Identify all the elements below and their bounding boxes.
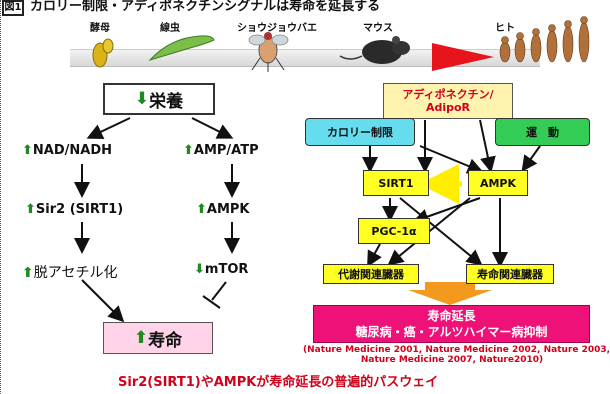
figure-title: カロリー制限・アディポネクチンシグナルは寿命を延長する: [30, 0, 381, 14]
arrow-deacetyl-lifespan: [81, 279, 125, 323]
lifespan-box: ⬆寿命: [103, 322, 213, 354]
arrow-sirt1-lifespan-organs: [399, 197, 483, 266]
mouse-icon: [339, 36, 410, 64]
citation-line2: Nature Medicine 2007, Nature2010): [360, 355, 544, 365]
sirt1-label: SIRT1: [378, 176, 414, 190]
up-arrow-icon: ⬆: [196, 202, 207, 217]
up-arrow-icon: ⬆: [22, 143, 33, 158]
worm-icon: [148, 35, 215, 61]
human-evolution-icon: [499, 16, 590, 63]
pgc-label: PGC-1α: [371, 224, 417, 238]
arrow-ampk-pgc: [412, 197, 481, 225]
down-arrow-icon: ⬇: [194, 262, 205, 277]
organism-label-yeast: 酵母: [90, 23, 110, 34]
up-arrow-icon: ⬆: [22, 265, 34, 281]
ampk-label-left: AMPK: [206, 202, 250, 217]
ampk-box-right: AMPK: [468, 170, 528, 196]
ampk-label-right: AMPK: [479, 176, 517, 190]
lifespan-organs-box: 寿命関連臓器: [466, 264, 554, 284]
adiponectin-box: アディポネクチン/ AdipoR: [383, 83, 513, 119]
lifespan-label: 寿命: [148, 330, 183, 351]
citation-line1: (Nature Medicine 2001, Nature Medicine 2…: [303, 345, 610, 355]
sir2-label: Sir2 (SIRT1): [35, 202, 124, 217]
outcome-arrow-icon: [408, 282, 492, 305]
sirt1-box: SIRT1: [363, 170, 429, 196]
outcome-box: 寿命延長 糖尿病・癌・アルツハイマー病抑制: [313, 305, 590, 343]
ampk-node-left: ⬆AMPK: [196, 202, 250, 217]
mtor-node: ⬇mTOR: [194, 262, 248, 277]
adiponectin-line2: AdipoR: [425, 101, 471, 114]
inhibit-mtor-lifespan: [211, 281, 227, 301]
organism-label-human: ヒト: [495, 23, 515, 34]
calorie-restriction-box: カロリー制限: [305, 118, 415, 146]
lifespan-organs-label: 寿命関連臓器: [477, 268, 543, 281]
figure-badge: 図1: [2, 0, 24, 16]
arrow-cr-ampk: [419, 145, 484, 174]
metabolic-organs-box: 代謝関連臓器: [323, 264, 419, 284]
arrow-ampk-metabolic: [387, 197, 471, 266]
nutrition-label: 栄養: [149, 91, 184, 112]
amp-atp-label: AMP/ATP: [193, 143, 259, 158]
outcome-line2: 糖尿病・癌・アルツハイマー病抑制: [355, 325, 548, 339]
outcome-line1: 寿命延長: [427, 309, 476, 323]
organism-label-worm: 線虫: [160, 23, 180, 34]
citation: (Nature Medicine 2001, Nature Medicine 2…: [303, 345, 610, 365]
up-arrow-icon: ⬆: [133, 328, 149, 348]
exercise-label: 運 動: [526, 126, 559, 139]
pgc-box: PGC-1α: [358, 218, 430, 244]
arrow-nutrition-amp: [191, 117, 234, 139]
down-arrow-icon: ⬇: [134, 89, 150, 109]
evolution-band: [70, 49, 540, 67]
calorie-restriction-label: カロリー制限: [327, 126, 393, 139]
fly-icon: [248, 32, 289, 72]
metabolic-organs-label: 代謝関連臓器: [338, 268, 404, 281]
up-arrow-icon: ⬆: [25, 202, 36, 217]
nad-label: NAD/NADH: [32, 143, 112, 158]
deacetylation-label: 脱アセチル化: [33, 265, 118, 281]
deacetylation-node: ⬆脱アセチル化: [22, 262, 117, 282]
nad-node: ⬆NAD/NADH: [22, 143, 112, 158]
exercise-box: 運 動: [495, 118, 590, 146]
organism-label-mouse: マウス: [363, 23, 393, 34]
organism-label-fly: ショウジョウバエ: [237, 23, 317, 34]
mtor-label: mTOR: [204, 262, 249, 277]
sir2-node: ⬆Sir2 (SIRT1): [25, 202, 123, 217]
arrow-exercise-ampk: [521, 145, 541, 172]
yeast-icon: [92, 38, 114, 68]
evolution-arrow-icon: [432, 43, 494, 71]
up-arrow-icon: ⬆: [183, 143, 194, 158]
conclusion-text: Sir2(SIRT1)やAMPKが寿命延長の普遍的パスウェイ: [118, 375, 439, 390]
amp-atp-node: ⬆AMP/ATP: [183, 143, 259, 158]
arrow-pgc-metabolic: [367, 243, 382, 268]
arrow-nutrition-nad: [86, 117, 131, 139]
inhibit-bar: [202, 295, 221, 309]
arrow-adipo-ampk: [479, 119, 496, 173]
left-border: [0, 0, 1, 394]
nutrition-box: ⬇栄養: [103, 83, 215, 115]
adiponectin-line1: アディポネクチン/: [402, 88, 494, 101]
